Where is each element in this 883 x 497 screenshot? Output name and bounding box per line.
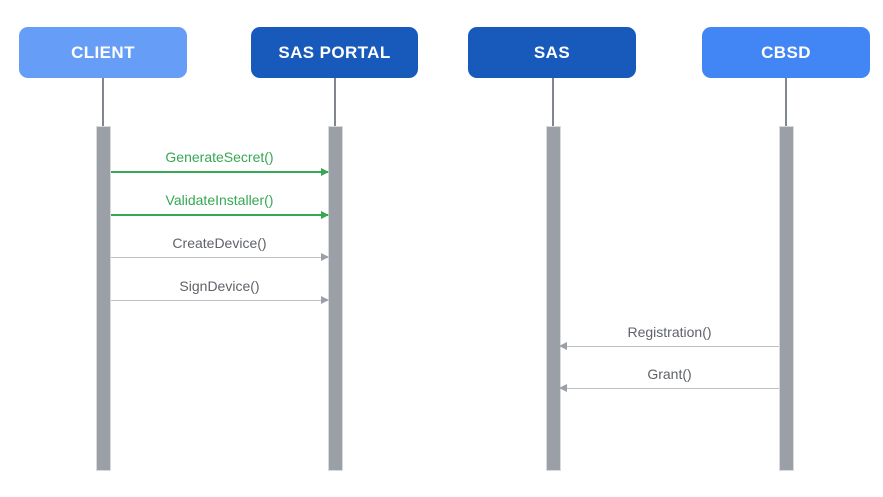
arrowhead-right-icon — [321, 168, 329, 176]
arrowhead-right-icon — [321, 211, 329, 219]
message-generate-secret: GenerateSecret() — [111, 147, 329, 176]
message-arrow-line — [111, 211, 329, 219]
arrowhead-left-icon — [559, 384, 567, 392]
message-label: Registration() — [627, 324, 712, 340]
arrowhead-right-icon — [321, 253, 329, 261]
activation-bar-cbsd — [779, 126, 794, 471]
lifeline-client — [102, 78, 104, 127]
actor-box-sas-portal: SAS PORTAL — [251, 27, 418, 78]
message-arrow-line — [559, 384, 779, 392]
arrowhead-right-icon — [321, 296, 329, 304]
activation-bar-sas — [546, 126, 561, 471]
message-arrow-line — [559, 342, 779, 350]
actor-label-sas-portal: SAS PORTAL — [278, 42, 391, 62]
actor-box-cbsd: CBSD — [702, 27, 870, 78]
message-label: CreateDevice() — [172, 235, 267, 251]
message-grant: Grant() — [559, 364, 779, 392]
message-registration: Registration() — [559, 322, 779, 350]
actor-label-client: CLIENT — [71, 42, 135, 62]
message-arrow-line — [111, 253, 329, 261]
actor-label-sas: SAS — [533, 42, 571, 62]
message-validate-installer: ValidateInstaller() — [111, 190, 329, 219]
lifeline-sas — [552, 78, 554, 127]
message-label: ValidateInstaller() — [165, 192, 274, 208]
lifeline-sas-portal — [334, 78, 336, 127]
message-arrow-line — [111, 168, 329, 176]
actor-label-cbsd: CBSD — [761, 42, 811, 62]
lifeline-cbsd — [785, 78, 787, 127]
message-create-device: CreateDevice() — [111, 233, 329, 261]
activation-bar-sas-portal — [328, 126, 343, 471]
message-label: SignDevice() — [179, 278, 260, 294]
message-sign-device: SignDevice() — [111, 276, 329, 304]
activation-bar-client — [96, 126, 111, 471]
message-arrow-line — [111, 296, 329, 304]
actor-box-sas: SAS — [468, 27, 636, 78]
arrowhead-left-icon — [559, 342, 567, 350]
message-label: Grant() — [647, 366, 692, 382]
actor-box-client: CLIENT — [19, 27, 187, 78]
message-label: GenerateSecret() — [165, 149, 274, 165]
